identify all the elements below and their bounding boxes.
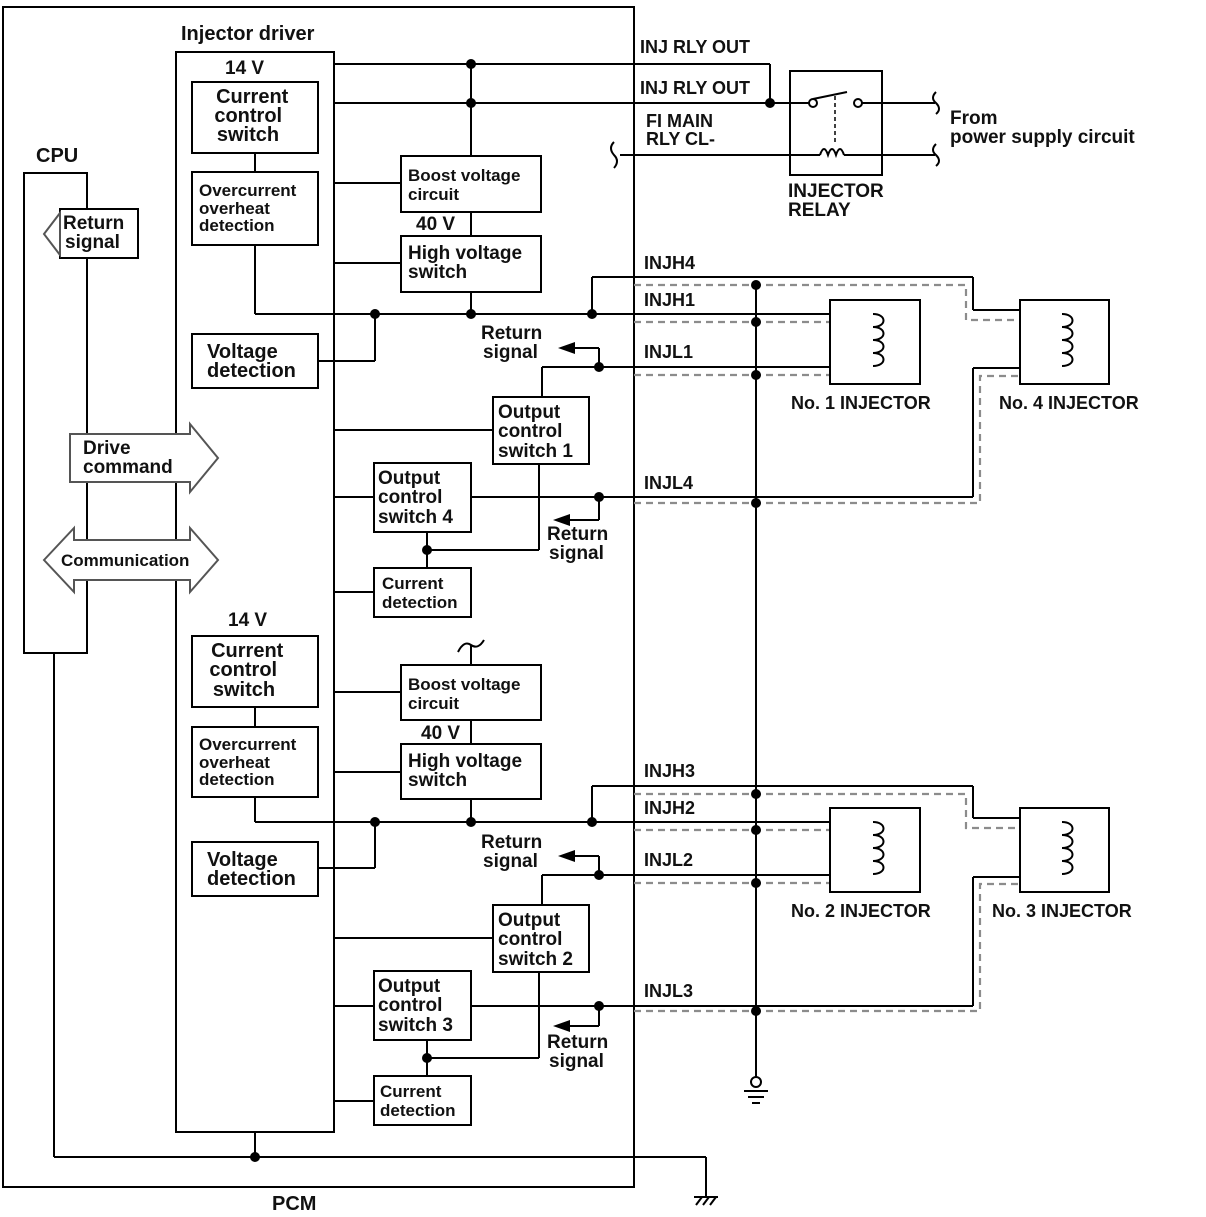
boost-voltage-label: Boost voltage circuit <box>408 675 525 713</box>
injh3-label: INJH3 <box>644 761 695 781</box>
current-control-switch-box-2 <box>191 635 319 708</box>
current-detection-label: Current detection <box>380 1082 456 1120</box>
injl4-label: INJL4 <box>644 473 693 493</box>
from-power-label: From power supply circuit <box>950 108 1135 148</box>
return-signal-label: Return signal <box>481 832 548 872</box>
upper-driver-wires <box>254 63 1020 593</box>
communication-arrow <box>42 525 220 595</box>
current-detection-box-1 <box>373 567 472 618</box>
shield-lines <box>634 283 1020 1013</box>
output-control-1-box <box>492 396 590 465</box>
injh4-label: INJH4 <box>644 253 695 273</box>
arrowhead-icon <box>553 514 570 526</box>
current-control-switch-label: Current control switch <box>214 86 294 146</box>
cpu-return-signal-label: Return signal <box>63 213 130 253</box>
no3-injector-symbol <box>1019 807 1110 893</box>
injl1-label: INJL1 <box>644 342 693 362</box>
no3-injector-label: No. 3 INJECTOR <box>992 901 1132 921</box>
output-control-1-label: Output control switch 1 <box>498 402 573 462</box>
inj-rly-out-label: INJ RLY OUT <box>640 78 750 98</box>
high-voltage-label: High voltage switch <box>408 243 527 283</box>
left-arrow-icon <box>42 210 61 258</box>
no1-injector-symbol <box>829 299 921 385</box>
drive-command-label: Drive command <box>83 438 173 478</box>
current-detection-label: Current detection <box>382 574 458 612</box>
high-voltage-box-1 <box>400 235 542 293</box>
arrowhead-icon <box>553 1020 570 1032</box>
voltage-40v-label: 40 V <box>416 214 455 235</box>
return-signal-label: Return signal <box>547 524 614 564</box>
arrowhead-icon <box>558 342 575 354</box>
pcm-frame <box>2 6 635 1188</box>
output-control-3-box <box>373 970 472 1041</box>
no2-injector-symbol <box>829 807 921 893</box>
return-signal-label: Return signal <box>547 1032 614 1072</box>
injh2-label: INJH2 <box>644 798 695 818</box>
inj-rly-out-label: INJ RLY OUT <box>640 37 750 57</box>
boost-voltage-box-1 <box>400 155 542 213</box>
no1-injector-label: No. 1 INJECTOR <box>791 393 931 413</box>
overcurrent-label: Overcurrent overheat detection <box>199 735 301 789</box>
injl3-label: INJL3 <box>644 981 693 1001</box>
high-voltage-label: High voltage switch <box>408 751 527 791</box>
output-control-2-label: Output control switch 2 <box>498 910 573 970</box>
voltage-detection-label: Voltage detection <box>207 341 296 382</box>
current-detection-box-2 <box>373 1075 472 1126</box>
output-control-2-box <box>492 904 590 973</box>
current-control-switch-label: Current control switch <box>209 640 289 701</box>
voltage-detection-box-2 <box>191 841 319 897</box>
overcurrent-label: Overcurrent overheat detection <box>199 181 301 235</box>
no4-injector-label: No. 4 INJECTOR <box>999 393 1139 413</box>
voltage-40v-label: 40 V <box>421 723 460 744</box>
cpu-title: CPU <box>36 145 78 167</box>
overcurrent-box-2 <box>191 726 319 798</box>
injl2-label: INJL2 <box>644 850 693 870</box>
junction-dots <box>250 59 775 1162</box>
no2-injector-label: No. 2 INJECTOR <box>791 901 931 921</box>
boost-voltage-box-2 <box>400 664 542 721</box>
injector-relay <box>610 70 940 176</box>
voltage-detection-label: Voltage detection <box>207 849 296 890</box>
output-control-3-label: Output control switch 3 <box>378 976 453 1036</box>
output-control-4-label: Output control switch 4 <box>378 468 453 528</box>
boost-voltage-label: Boost voltage circuit <box>408 166 525 204</box>
arrowhead-icon <box>558 850 575 862</box>
injector-driver-title: Injector driver <box>181 23 315 45</box>
injh1-label: INJH1 <box>644 290 695 310</box>
communication-label: Communication <box>61 551 189 570</box>
return-signal-box <box>59 208 139 259</box>
voltage-14v-label: 14 V <box>228 610 267 631</box>
ground-wires <box>53 284 768 1206</box>
current-control-switch-box-1 <box>191 81 319 154</box>
overcurrent-box-1 <box>191 171 319 246</box>
no4-injector-symbol <box>1019 299 1110 385</box>
output-control-4-box <box>373 462 472 533</box>
voltage-14v-label: 14 V <box>225 58 264 79</box>
cpu-frame <box>23 172 88 654</box>
drive-command-arrow <box>69 421 220 495</box>
voltage-detection-box-1 <box>191 333 319 389</box>
return-signal-label: Return signal <box>481 323 548 363</box>
pcm-title: PCM <box>272 1193 316 1215</box>
injector-relay-label: INJECTOR RELAY <box>788 181 889 221</box>
fi-main-label: FI MAIN RLY CL- <box>646 111 718 149</box>
high-voltage-box-2 <box>400 743 542 800</box>
